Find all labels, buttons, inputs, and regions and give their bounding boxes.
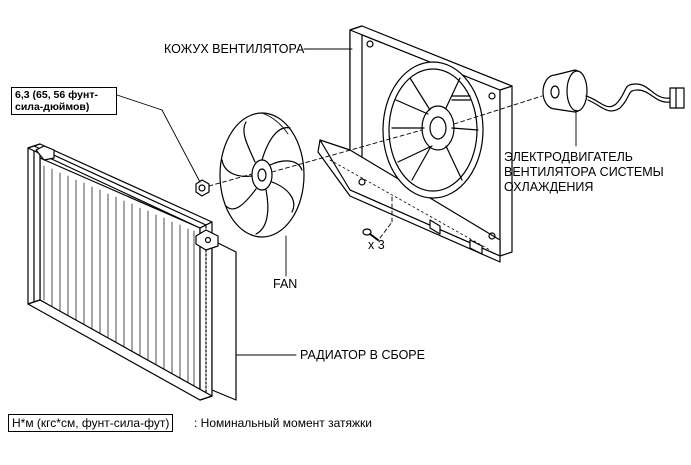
fan-shroud-label: КОЖУХ ВЕНТИЛЯТОРА — [164, 42, 305, 56]
nut-drawing — [195, 179, 210, 197]
screw-drawing — [362, 228, 379, 241]
screw-quantity-label: x 3 — [368, 238, 385, 252]
assembly-guide-lines — [208, 95, 543, 239]
fan-motor-label-line-1: ЭЛЕКТРОДВИГАТЕЛЬ — [504, 150, 633, 164]
fan-motor-drawing — [542, 69, 685, 113]
torque-spec-box: 6,3 (65, 56 фунт- сила-дюймов) — [11, 87, 117, 115]
fan-motor-label-line-2: ВЕНТИЛЯТОРА СИСТЕМЫ — [504, 165, 664, 179]
leader-lines — [116, 48, 577, 356]
fan-motor-label: ЭЛЕКТРОДВИГАТЕЛЬ ВЕНТИЛЯТОРА СИСТЕМЫ ОХЛ… — [504, 150, 664, 195]
legend-unit-box: Н*м (кгс*см, фунт-сила-фут) — [8, 414, 174, 432]
radiator-assembly-label: РАДИАТОР В СБОРЕ — [300, 348, 425, 362]
fan-label: FAN — [273, 277, 298, 291]
torque-spec-line-2: сила-дюймов) — [15, 101, 90, 113]
fan-drawing — [219, 112, 305, 238]
fan-shroud-drawing — [317, 25, 513, 263]
torque-spec-line-1: 6,3 (65, 56 фунт- — [15, 89, 98, 101]
radiator-assembly-drawing — [27, 143, 237, 401]
legend-description: : Номинальный момент затяжки — [194, 416, 372, 430]
fan-motor-label-line-3: ОХЛАЖДЕНИЯ — [504, 180, 594, 194]
